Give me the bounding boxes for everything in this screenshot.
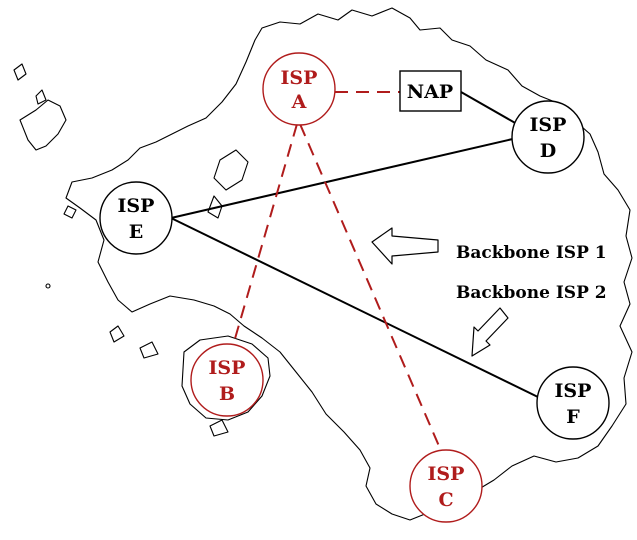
island-outline <box>207 195 223 219</box>
isp-d-label-bottom: D <box>540 140 556 162</box>
isp-e-label-top: ISP <box>118 195 155 217</box>
isp-d-label-top: ISP <box>530 114 567 136</box>
nap-label: NAP <box>407 81 453 103</box>
backbone2-arrow-icon <box>471 307 509 357</box>
legend-backbone1-label: Backbone ISP 1 <box>456 243 607 263</box>
link-nap-d <box>460 91 518 125</box>
node-isp-b: ISP B <box>190 343 264 417</box>
backbone1-arrow-icon <box>371 227 439 265</box>
node-isp-d: ISP D <box>511 100 585 174</box>
isp-c-label-top: ISP <box>428 463 465 485</box>
node-isp-e: ISP E <box>99 181 173 255</box>
link-a-b <box>231 123 298 350</box>
continent-coastline <box>65 7 633 521</box>
isp-d-circle <box>511 100 585 174</box>
inner-bay-outline <box>213 149 249 191</box>
backbone2-links <box>231 91 443 454</box>
isp-c-label-bottom: C <box>438 489 453 511</box>
node-isp-f: ISP F <box>536 366 610 440</box>
isp-e-label-bottom: E <box>129 221 143 243</box>
west-island-2 <box>35 89 47 105</box>
link-a-c <box>299 123 443 454</box>
node-isp-a: ISP A <box>262 52 336 126</box>
link-e-d <box>170 137 518 219</box>
isp-b-circle <box>190 343 264 417</box>
peninsula-coast <box>19 99 67 151</box>
isp-e-circle <box>99 181 173 255</box>
node-isp-c: ISP C <box>409 449 483 523</box>
node-nap: NAP <box>399 70 462 112</box>
link-e-f <box>170 217 541 399</box>
isp-a-label-top: ISP <box>281 67 318 89</box>
south-island-1 <box>109 325 125 343</box>
legend: Backbone ISP 1 Backbone ISP 2 <box>371 227 607 357</box>
legend-backbone2-label: Backbone ISP 2 <box>456 283 607 303</box>
backbone1-links <box>170 91 541 399</box>
isp-f-label-top: ISP <box>555 380 592 402</box>
nap-box <box>399 70 462 112</box>
isp-f-circle <box>536 366 610 440</box>
south-lobe-outline <box>181 335 271 421</box>
west-island-1 <box>13 63 27 81</box>
small-island-dot <box>45 283 51 289</box>
west-island-3 <box>63 205 77 219</box>
isp-b-label-bottom: B <box>219 383 235 405</box>
isp-b-label-top: ISP <box>209 357 246 379</box>
south-island-3 <box>209 419 229 437</box>
south-island-2 <box>139 341 159 359</box>
isp-f-label-bottom: F <box>566 406 580 428</box>
isp-a-label-bottom: A <box>291 91 307 113</box>
isp-a-circle <box>262 52 336 126</box>
isp-c-circle <box>409 449 483 523</box>
